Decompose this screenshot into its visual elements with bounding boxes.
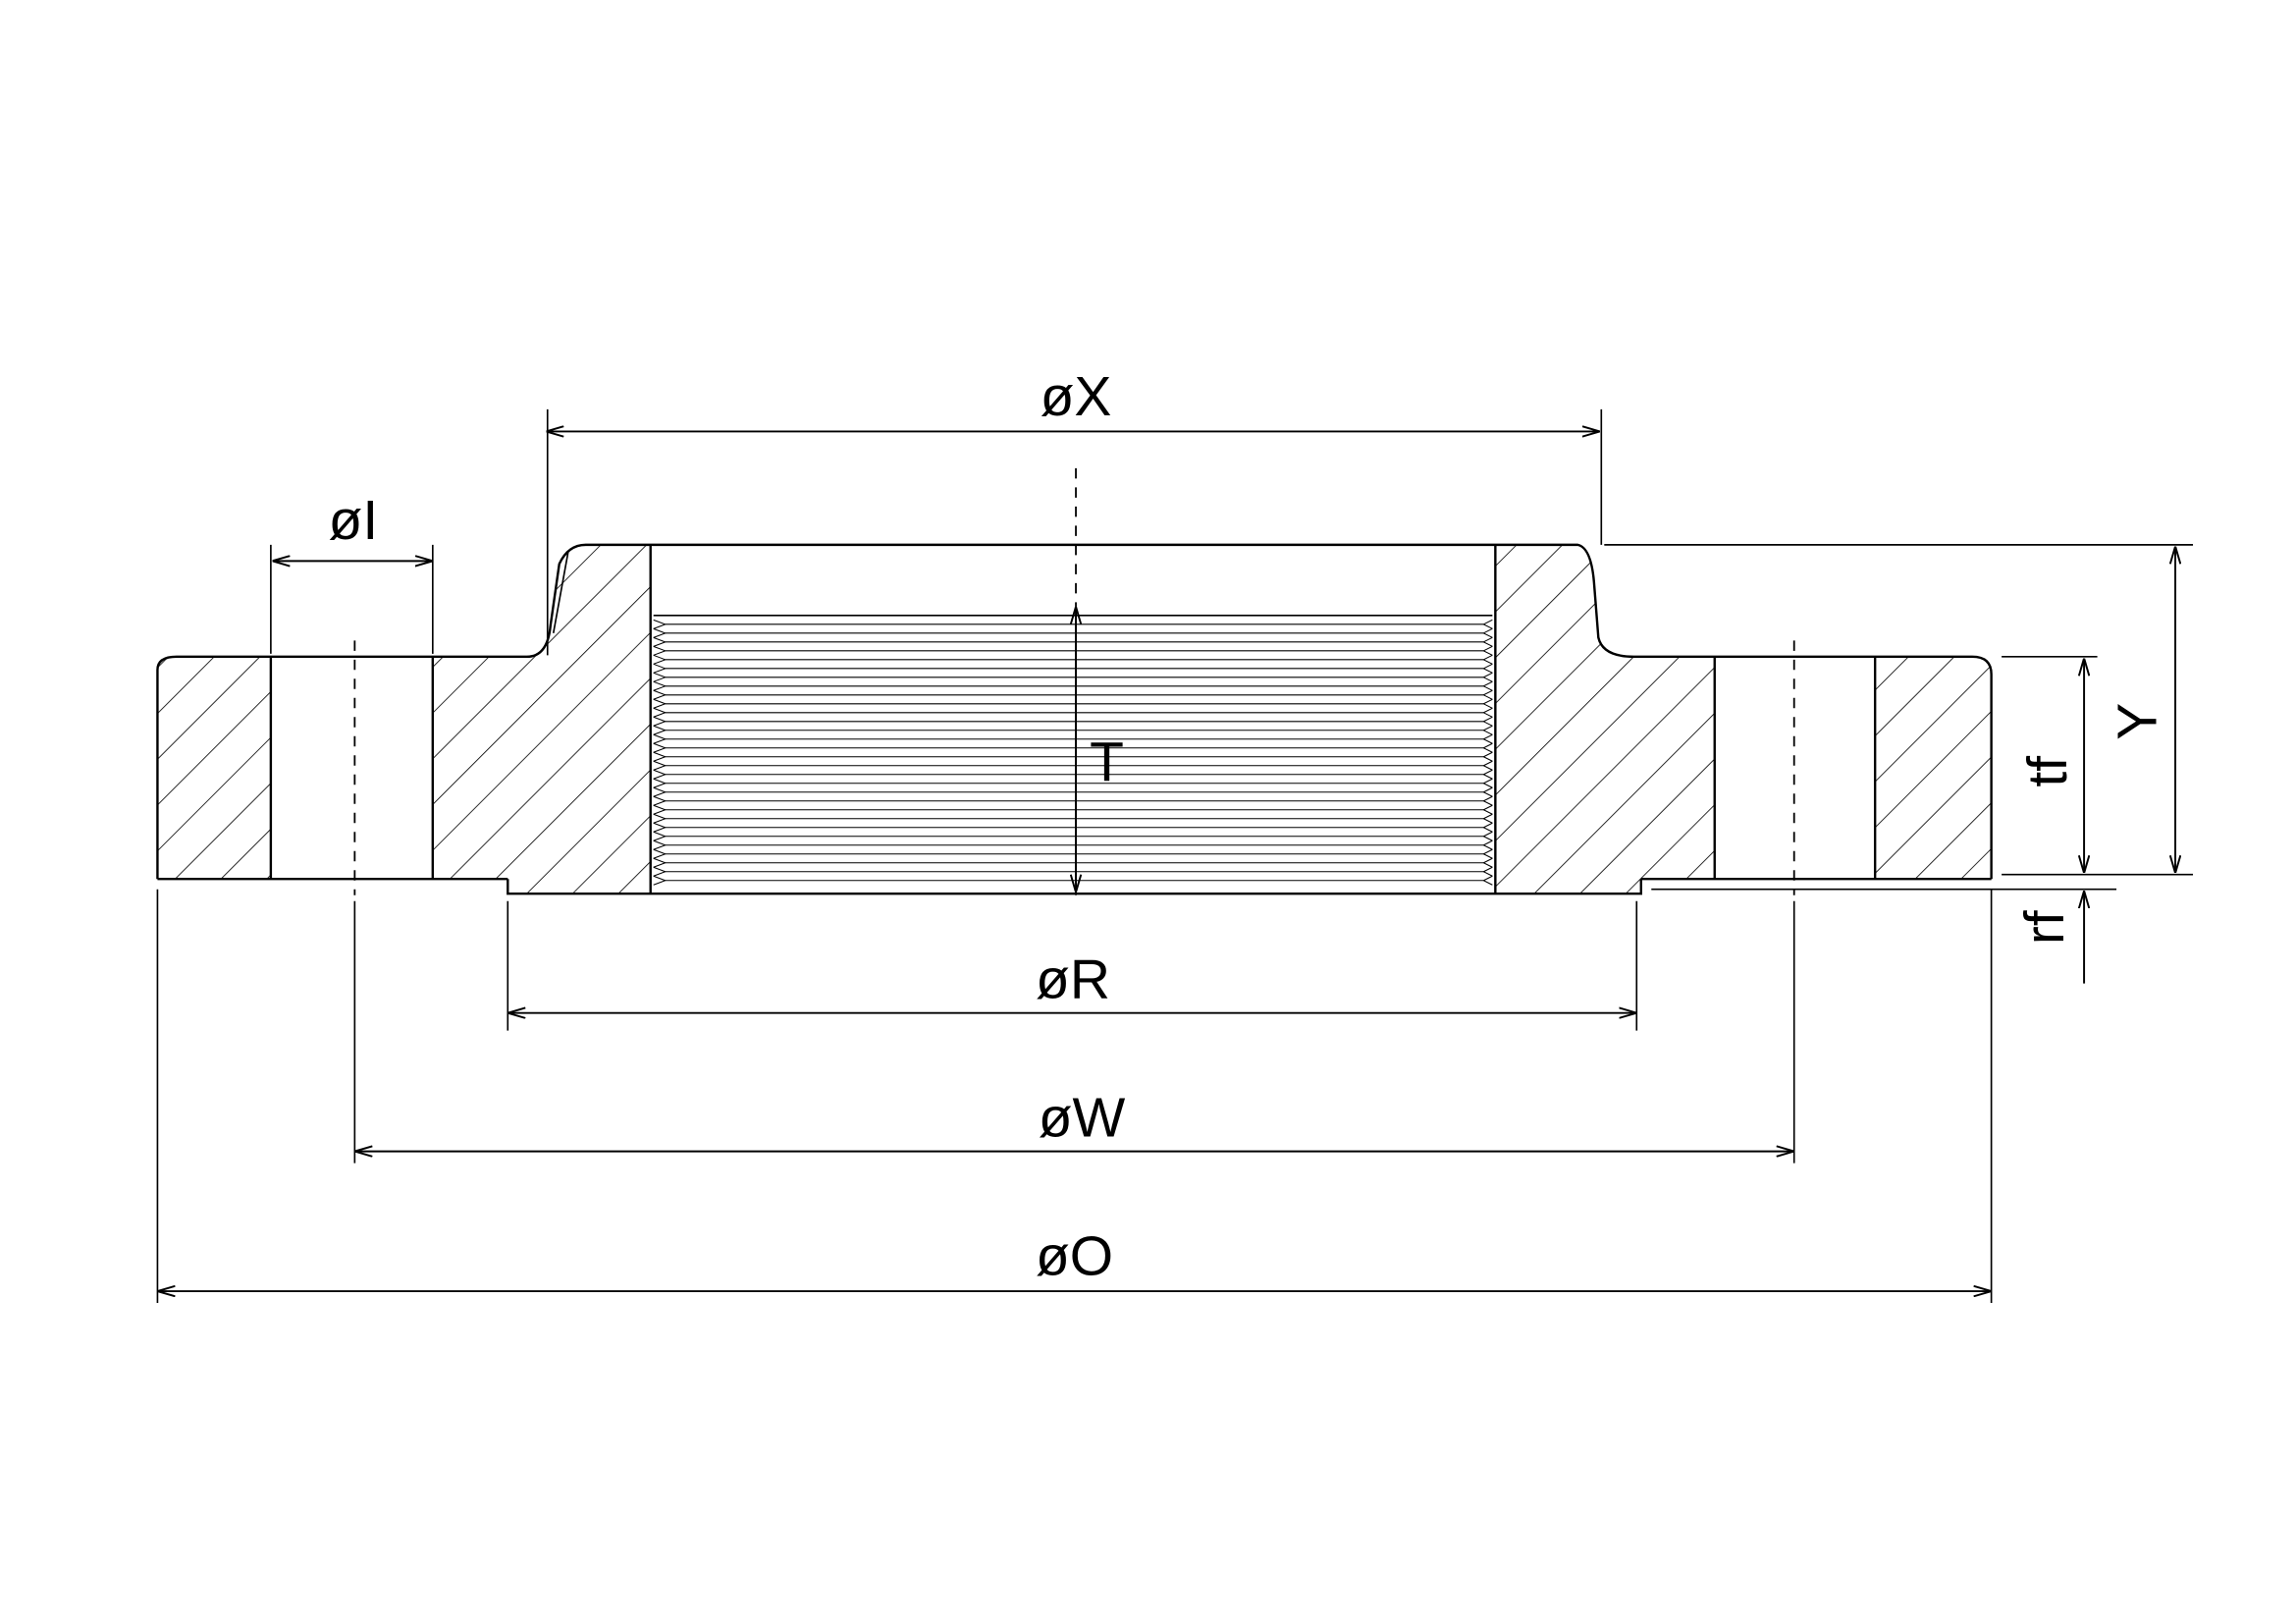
thread-tooth-right [1482, 831, 1493, 841]
thread-tooth-right [1482, 619, 1493, 629]
thread-lines [653, 619, 1493, 886]
thread-tooth-right [1482, 804, 1493, 815]
flange-outline [156, 543, 1993, 895]
dimension-labels: øX øI T øR øW øO Y tf rf [329, 365, 2169, 1288]
thread-tooth-left [653, 654, 667, 665]
thread-tooth-right [1482, 707, 1493, 718]
thread-tooth-right [1482, 778, 1493, 788]
label-bolt-hole: øI [329, 489, 379, 552]
thread-tooth-left [653, 822, 667, 833]
thread-tooth-right [1482, 839, 1493, 850]
thread-tooth-right [1482, 689, 1493, 700]
thread-tooth-left [653, 672, 667, 682]
thread-tooth-right [1482, 645, 1493, 656]
thread-tooth-right [1482, 716, 1493, 727]
label-raised-face: øR [1036, 948, 1110, 1011]
dimension-lines [159, 431, 2175, 1291]
thread-tooth-left [653, 760, 667, 771]
thread-tooth-right [1482, 636, 1493, 647]
label-raised-face-height: rf [2013, 910, 2076, 945]
thread-tooth-right [1482, 627, 1493, 638]
threaded-bore [649, 544, 1497, 894]
thread-tooth-left [653, 875, 667, 886]
thread-tooth-left [653, 645, 667, 656]
thread-tooth-left [653, 698, 667, 709]
thread-tooth-left [653, 716, 667, 727]
thread-tooth-right [1482, 848, 1493, 859]
thread-tooth-right [1482, 672, 1493, 682]
thread-tooth-right [1482, 813, 1493, 824]
thread-tooth-left [653, 813, 667, 824]
thread-tooth-left [653, 742, 667, 753]
thread-tooth-right [1482, 786, 1493, 797]
thread-tooth-right [1482, 769, 1493, 780]
bolt-holes [269, 656, 1877, 880]
thread-tooth-right [1482, 680, 1493, 691]
thread-tooth-left [653, 866, 667, 877]
label-bolt-circle: øW [1039, 1087, 1126, 1150]
thread-tooth-right [1482, 795, 1493, 806]
thread-tooth-left [653, 680, 667, 691]
thread-tooth-right [1482, 866, 1493, 877]
thread-tooth-left [653, 725, 667, 735]
thread-tooth-right [1482, 725, 1493, 735]
thread-tooth-right [1482, 857, 1493, 868]
thread-tooth-right [1482, 751, 1493, 762]
thread-tooth-left [653, 707, 667, 718]
thread-tooth-left [653, 786, 667, 797]
thread-tooth-right [1482, 875, 1493, 886]
label-flange-thickness: tf [2016, 756, 2079, 787]
thread-tooth-left [653, 636, 667, 647]
thread-tooth-left [653, 769, 667, 780]
thread-tooth-right [1482, 760, 1493, 771]
thread-tooth-left [653, 619, 667, 629]
thread-tooth-left [653, 831, 667, 841]
thread-tooth-right [1482, 663, 1493, 674]
label-hub-height: Y [2107, 703, 2169, 740]
thread-tooth-left [653, 627, 667, 638]
thread-tooth-left [653, 804, 667, 815]
label-thread-length: T [1090, 731, 1124, 793]
thread-tooth-right [1482, 822, 1493, 833]
thread-tooth-right [1482, 733, 1493, 744]
section-hatching [157, 544, 1992, 894]
label-hub-diameter: øX [1041, 365, 1112, 428]
thread-tooth-left [653, 839, 667, 850]
thread-tooth-left [653, 848, 667, 859]
thread-tooth-left [653, 795, 667, 806]
thread-tooth-left [653, 663, 667, 674]
thread-tooth-left [653, 778, 667, 788]
thread-tooth-left [653, 689, 667, 700]
thread-tooth-left [653, 751, 667, 762]
thread-tooth-right [1482, 698, 1493, 709]
thread-tooth-left [653, 733, 667, 744]
thread-tooth-right [1482, 742, 1493, 753]
label-outer-diameter: øO [1036, 1225, 1113, 1288]
thread-tooth-right [1482, 654, 1493, 665]
thread-tooth-left [653, 857, 667, 868]
extension-lines [156, 408, 2194, 1304]
